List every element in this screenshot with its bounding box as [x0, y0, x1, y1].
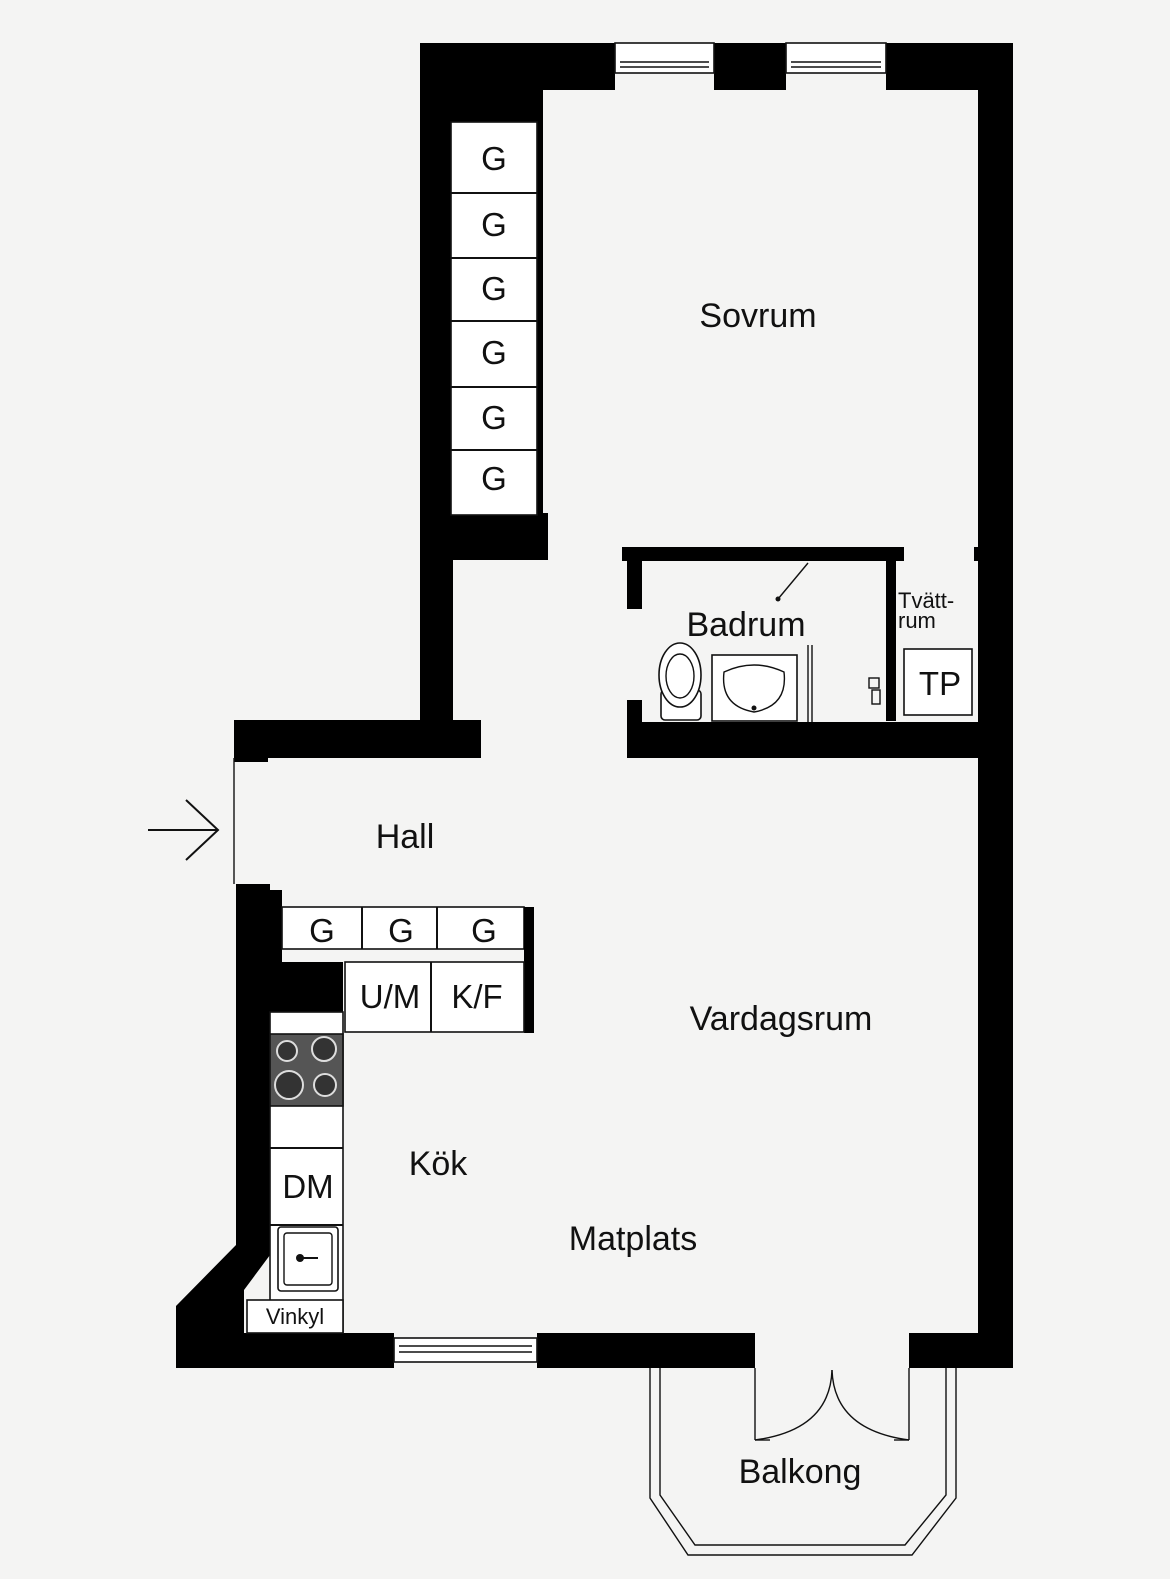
dm-label: DM: [282, 1168, 333, 1205]
wardrobe-label: G: [481, 460, 507, 497]
room-label-matplats: Matplats: [569, 1220, 698, 1258]
tp-label: TP: [919, 665, 961, 702]
wardrobe-label: G: [481, 270, 507, 307]
vinkyl-box: Vinkyl: [246, 1299, 344, 1334]
bathroom-door-swing: [777, 562, 809, 600]
walls: [176, 43, 1013, 1368]
entrance: [148, 758, 235, 884]
kitchen-wardrobe-label: G: [471, 912, 497, 949]
tp-box: TP: [903, 648, 973, 716]
room-label-tvattrum-2: rum: [898, 608, 936, 633]
wardrobe-label: G: [481, 334, 507, 371]
stove-icon: [269, 1033, 344, 1107]
kitchen-sink-icon: [277, 1226, 339, 1292]
room-label-kok: Kök: [409, 1145, 469, 1183]
wardrobe-label: G: [481, 140, 507, 177]
tap-icon: [868, 677, 881, 705]
toilet-icon: [658, 642, 702, 721]
room-label-vardagsrum: Vardagsrum: [690, 1000, 873, 1038]
wardrobe-label: G: [481, 399, 507, 436]
room-label-sovrum: Sovrum: [699, 297, 816, 335]
balcony-doors: [754, 1368, 910, 1441]
window-bottom: [393, 1337, 538, 1363]
vinkyl-label: Vinkyl: [266, 1304, 324, 1329]
window-top-right: [785, 42, 887, 74]
kf-label: K/F: [451, 978, 502, 1015]
um-label: U/M: [360, 978, 421, 1015]
kitchen-wardrobe-label: G: [388, 912, 414, 949]
sink-icon: [711, 654, 798, 722]
windows: [393, 42, 887, 1363]
room-label-badrum: Badrum: [686, 606, 805, 644]
room-label-hall: Hall: [376, 818, 435, 856]
bathroom-fixtures: TP: [658, 562, 973, 722]
kitchen-wardrobe-label: G: [309, 912, 335, 949]
room-label-balkong: Balkong: [739, 1453, 862, 1491]
room-label-tvattrum-1: Tvätt-: [898, 588, 954, 613]
room-labels: Sovrum Badrum Tvätt- rum Hall Vardagsrum…: [376, 297, 955, 1491]
kitchen-cabinets: G G G U/M K/F DM Vinkyl: [246, 906, 534, 1334]
wardrobe-label: G: [481, 206, 507, 243]
entrance-arrow-icon: [148, 799, 220, 861]
bedroom-wardrobes: G G G G G G: [450, 121, 538, 516]
balcony: [649, 1368, 957, 1556]
window-top-left: [614, 42, 715, 74]
